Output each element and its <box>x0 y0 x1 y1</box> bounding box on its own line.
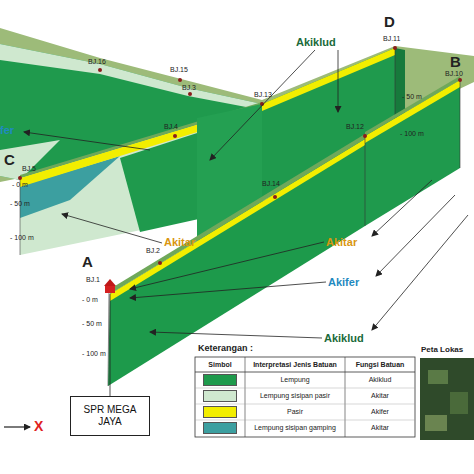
location-map <box>420 358 474 440</box>
legend-swatch <box>203 390 237 402</box>
label-text: BJ.12 <box>346 123 364 131</box>
label-text: Akifer <box>328 276 359 288</box>
label-text: BJ.11 <box>383 35 400 43</box>
label-text: BJ.1 <box>86 276 100 284</box>
label-text: Akiklud <box>324 332 364 344</box>
label-text: B <box>450 54 461 71</box>
label-text: - 50 m <box>402 93 422 101</box>
label-text: Akitar <box>164 236 195 248</box>
label-text: Akifer <box>345 408 415 416</box>
topsoil <box>365 76 460 136</box>
label-text: A <box>82 254 93 271</box>
label-text: BJ.3 <box>182 84 196 92</box>
sand-layer <box>262 48 395 111</box>
direction-arrow <box>4 426 30 427</box>
label-text: - 0 m <box>12 181 28 189</box>
borehole-line <box>365 134 366 226</box>
label-text: D <box>384 14 395 31</box>
label-text: - 100 m <box>10 234 34 242</box>
label-text: X <box>34 419 43 434</box>
legend-text: Lempung sisipan pasir <box>246 392 344 400</box>
label-text: Interpretasi Jenis Batuan <box>245 361 345 369</box>
legend-swatch <box>203 422 237 434</box>
label-text: Akiklud <box>345 376 415 384</box>
label-text: Akiklud <box>296 36 336 48</box>
label-text: - 0 m <box>82 296 98 304</box>
label-text: C <box>4 152 15 169</box>
box-text-wrap: SPR MEGA JAYA <box>71 402 149 431</box>
well-icon <box>104 279 116 286</box>
label-text: BJ.14 <box>262 180 280 188</box>
borehole-line <box>108 290 109 386</box>
label-text: Akitar <box>345 424 415 432</box>
label-text: BJ.16 <box>88 58 106 66</box>
legend-table <box>195 357 415 437</box>
label-text: Fungsi Batuan <box>345 361 415 369</box>
label-text: BJ.15 <box>170 66 188 74</box>
well-icon <box>105 286 115 293</box>
label-text: Keterangan : <box>198 344 253 354</box>
label-text: Peta Lokas <box>421 346 463 355</box>
legend-swatch <box>203 406 237 418</box>
label-text: Akitar <box>326 236 357 248</box>
label-text: - 50 m <box>82 320 102 328</box>
sand-layer <box>365 80 460 143</box>
leader-lines <box>24 50 468 396</box>
sand-layer <box>110 139 365 301</box>
label-text: BJ.10 <box>445 70 463 78</box>
box-text: SPR MEGA JAYA <box>71 402 149 431</box>
label-text: Simbol <box>195 361 245 369</box>
borehole-markers <box>18 46 462 265</box>
label-text: - 100 m <box>400 130 424 138</box>
label-text: Akitar <box>345 392 415 400</box>
legend-text: Pasir <box>246 408 344 416</box>
legend-text: Lempung <box>246 376 344 384</box>
legend-text: Lempung sisipan gamping <box>246 424 344 432</box>
label-text: - 100 m <box>82 350 106 358</box>
label-text: BJ.2 <box>146 247 160 255</box>
label-text: BJ.13 <box>254 91 272 99</box>
site-box: SPR MEGA JAYA <box>70 396 150 436</box>
borehole-line <box>460 78 461 168</box>
label-text: - 50 m <box>10 200 30 208</box>
label-text: fer <box>0 124 14 136</box>
clay-layer <box>108 139 365 386</box>
label-text: BJ.4 <box>164 123 178 131</box>
label-text: BJ.5 <box>22 165 36 173</box>
sandy-clay-layer <box>0 44 262 110</box>
topsoil <box>110 134 365 294</box>
legend-swatch <box>203 374 237 386</box>
